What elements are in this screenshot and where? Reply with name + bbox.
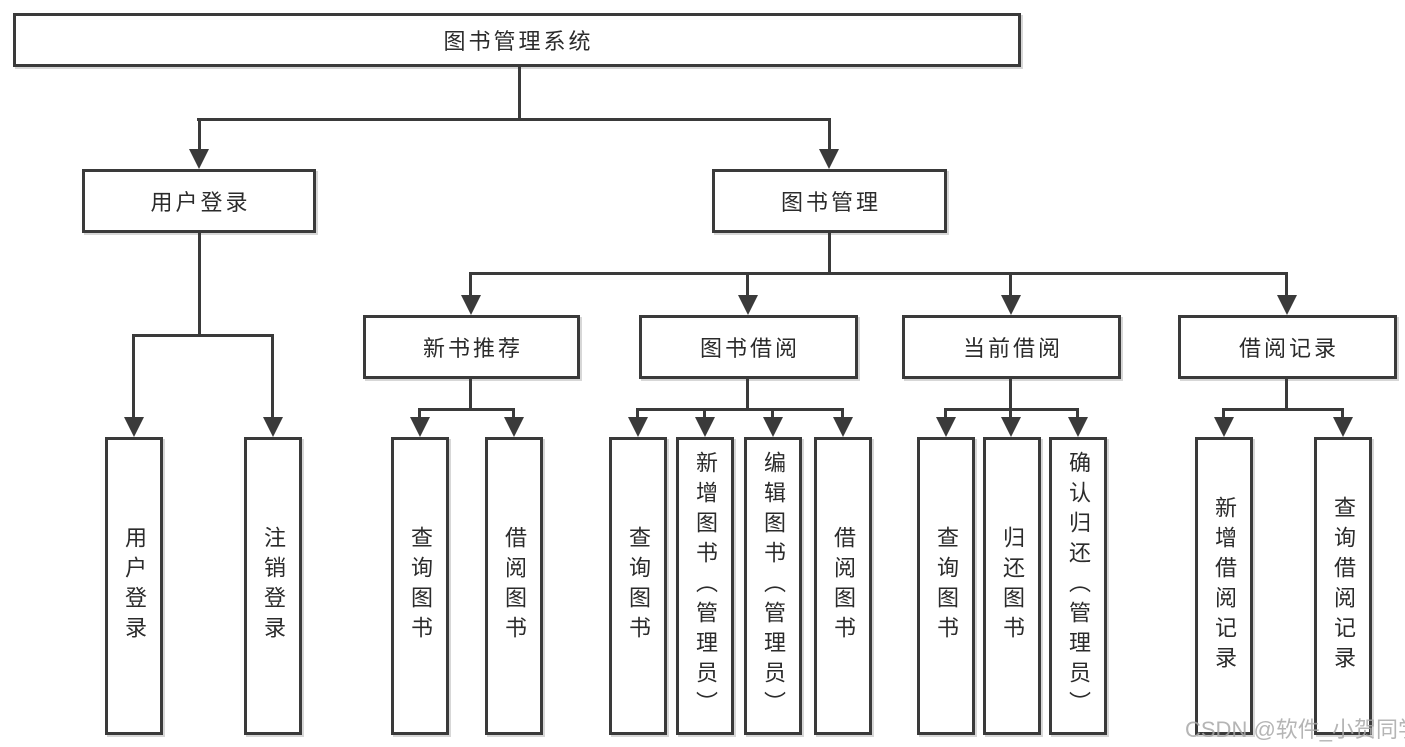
node-leaf-borrow-books-newbook: 借阅图书 bbox=[485, 437, 543, 735]
connector-segment bbox=[1341, 408, 1344, 420]
node-label: 新增借阅记录 bbox=[1212, 496, 1237, 676]
node-label: 确认归还（管理员） bbox=[1066, 451, 1091, 721]
node-label: 图书管理 bbox=[780, 190, 881, 215]
watermark-text: CSDN @软件_小贺同学 bbox=[1185, 717, 1405, 742]
node-label: 编辑图书（管理员） bbox=[761, 451, 786, 721]
connector-segment bbox=[418, 408, 421, 420]
node-book-management: 图书管理 bbox=[712, 169, 947, 233]
arrow-down-icon bbox=[410, 417, 430, 437]
connector-segment bbox=[418, 408, 515, 411]
node-label: 图书借阅 bbox=[699, 336, 800, 361]
connector-segment bbox=[703, 408, 706, 420]
node-leaf-query-books-current: 查询图书 bbox=[917, 437, 975, 735]
node-label: 借阅记录 bbox=[1238, 336, 1339, 361]
node-label: 借阅图书 bbox=[502, 526, 527, 646]
arrow-down-icon bbox=[263, 417, 283, 437]
arrow-down-icon bbox=[189, 149, 209, 169]
connector-segment bbox=[518, 64, 521, 121]
arrow-down-icon bbox=[461, 295, 481, 315]
node-leaf-query-borrow-record: 查询借阅记录 bbox=[1314, 437, 1372, 735]
arrow-down-icon bbox=[1001, 295, 1021, 315]
connector-segment bbox=[469, 272, 472, 298]
node-label: 图书管理系统 bbox=[443, 29, 594, 54]
node-label: 查询图书 bbox=[934, 526, 959, 646]
connector-segment bbox=[944, 408, 947, 420]
connector-segment bbox=[1285, 377, 1288, 411]
connector-segment bbox=[1009, 377, 1012, 411]
connector-segment bbox=[1009, 408, 1012, 420]
connector-segment bbox=[197, 118, 831, 121]
arrow-down-icon bbox=[763, 417, 783, 437]
node-label: 查询借阅记录 bbox=[1331, 496, 1356, 676]
arrow-down-icon bbox=[936, 417, 956, 437]
node-leaf-query-books-newbook: 查询图书 bbox=[391, 437, 449, 735]
arrow-down-icon bbox=[628, 417, 648, 437]
arrow-down-icon bbox=[1068, 417, 1088, 437]
connector-segment bbox=[841, 408, 844, 420]
node-label: 查询图书 bbox=[626, 526, 651, 646]
node-current-borrowing: 当前借阅 bbox=[902, 315, 1121, 379]
connector-segment bbox=[828, 118, 831, 152]
arrow-down-icon bbox=[738, 295, 758, 315]
arrow-down-icon bbox=[819, 149, 839, 169]
node-user-login: 用户登录 bbox=[82, 169, 316, 233]
arrow-down-icon bbox=[1277, 295, 1297, 315]
connector-segment bbox=[1076, 408, 1079, 420]
arrow-down-icon bbox=[504, 417, 524, 437]
node-label: 查询图书 bbox=[408, 526, 433, 646]
arrow-down-icon bbox=[1333, 417, 1353, 437]
node-borrowing-records: 借阅记录 bbox=[1178, 315, 1397, 379]
node-leaf-edit-book-admin: 编辑图书（管理员） bbox=[744, 437, 802, 735]
connector-segment bbox=[271, 334, 274, 419]
node-label: 新增图书（管理员） bbox=[693, 451, 718, 721]
node-library-system: 图书管理系统 bbox=[13, 13, 1021, 67]
node-label: 注销登录 bbox=[261, 526, 286, 646]
node-label: 用户登录 bbox=[122, 526, 147, 646]
node-label: 新书推荐 bbox=[422, 336, 523, 361]
node-label: 当前借阅 bbox=[962, 336, 1063, 361]
node-leaf-query-books-borrow: 查询图书 bbox=[609, 437, 667, 735]
node-book-borrowing: 图书借阅 bbox=[639, 315, 858, 379]
connector-segment bbox=[198, 118, 201, 152]
connector-segment bbox=[636, 408, 639, 420]
node-leaf-add-book-admin: 新增图书（管理员） bbox=[676, 437, 734, 735]
node-leaf-user-login: 用户登录 bbox=[105, 437, 163, 735]
node-leaf-return-books: 归还图书 bbox=[983, 437, 1041, 735]
node-leaf-logout: 注销登录 bbox=[244, 437, 302, 735]
connector-segment bbox=[1009, 272, 1012, 298]
connector-segment bbox=[636, 408, 844, 411]
arrow-down-icon bbox=[695, 417, 715, 437]
node-new-book-recommend: 新书推荐 bbox=[363, 315, 580, 379]
connector-segment bbox=[1222, 408, 1225, 420]
node-label: 借阅图书 bbox=[831, 526, 856, 646]
node-leaf-add-borrow-record: 新增借阅记录 bbox=[1195, 437, 1253, 735]
node-label: 归还图书 bbox=[1000, 526, 1025, 646]
arrow-down-icon bbox=[833, 417, 853, 437]
connector-segment bbox=[771, 408, 774, 420]
connector-segment bbox=[198, 230, 201, 337]
connector-segment bbox=[1285, 272, 1288, 298]
connector-segment bbox=[746, 272, 749, 298]
connector-segment bbox=[1222, 408, 1344, 411]
connector-segment bbox=[469, 377, 472, 411]
arrow-down-icon bbox=[1214, 417, 1234, 437]
connector-segment bbox=[469, 272, 1288, 275]
connector-segment bbox=[828, 230, 831, 275]
connector-segment bbox=[132, 334, 135, 419]
node-leaf-confirm-return-admin: 确认归还（管理员） bbox=[1049, 437, 1107, 735]
connector-segment bbox=[512, 408, 515, 420]
arrow-down-icon bbox=[124, 417, 144, 437]
connector-segment bbox=[746, 377, 749, 411]
arrow-down-icon bbox=[1001, 417, 1021, 437]
node-leaf-borrow-books-borrow: 借阅图书 bbox=[814, 437, 872, 735]
node-label: 用户登录 bbox=[150, 190, 251, 215]
connector-segment bbox=[132, 334, 274, 337]
